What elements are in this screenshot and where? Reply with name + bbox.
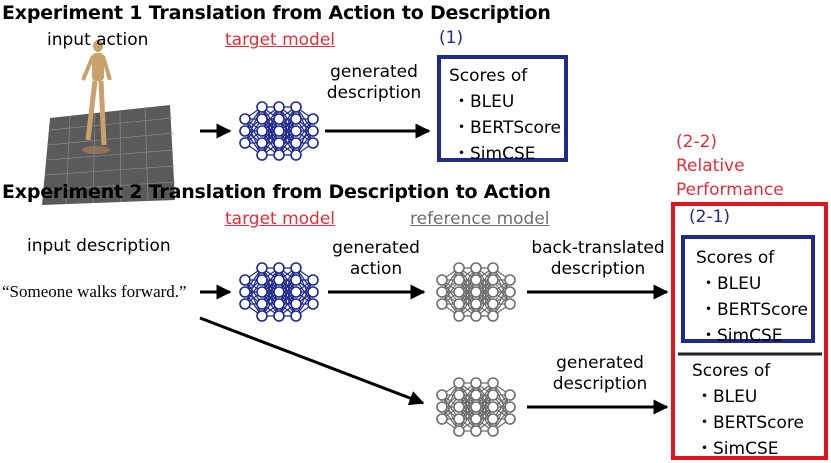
exp2-target-model-link[interactable]: target model: [225, 209, 336, 229]
exp1-input-label: input action: [47, 30, 149, 50]
exp2-target-model-network: [239, 262, 319, 322]
exp2-inner-tag: (2-1): [689, 207, 731, 227]
exp2-relative-tag-line2: Relative: [676, 156, 745, 176]
exp2-outer-scores: Scores of ・BLEU ・BERTScore ・SimCSE: [692, 358, 804, 462]
exp2-relative-tag-line1: (2-2): [676, 132, 718, 152]
exp2-inner-scores: Scores of ・BLEU ・BERTScore ・SimCSE: [685, 239, 811, 349]
exp2-inner-scores-box: Scores of ・BLEU ・BERTScore ・SimCSE: [681, 235, 815, 346]
exp2-relative-tag-line3: Performance: [676, 180, 784, 200]
exp2-gen-label-line1: generated: [556, 353, 644, 373]
exp2-action-label-line1: generated: [332, 238, 420, 258]
exp1-arrow-label: generated description: [324, 62, 424, 104]
exp2-input-label: input description: [27, 236, 171, 256]
exp1-scores-title: Scores of: [449, 66, 528, 86]
exp2-inner-metric-simcse: ・SimCSE: [700, 326, 783, 346]
exp2-outer-metric-bleu: ・BLEU: [696, 387, 758, 407]
exp2-outer-scores-title: Scores of: [692, 361, 771, 381]
exp1-scores: Scores of ・BLEU ・BERTScore ・SimCSE: [441, 59, 564, 167]
exp2-relative-tag: (2-2) Relative Performance: [676, 130, 784, 202]
exp2-action-label-line2: action: [349, 259, 403, 279]
exp2-input-text: “Someone walks forward.”: [2, 282, 187, 301]
exp2-back-label-line2: description: [550, 259, 646, 279]
exp2-title: Experiment 2 Translation from Descriptio…: [2, 181, 551, 203]
exp2-diagonal-arrow: [199, 316, 425, 406]
exp2-outer-metric-bertscore: ・BERTScore: [696, 413, 804, 433]
exp1-target-model-network: [239, 101, 319, 161]
exp1-title: Experiment 1 Translation from Action to …: [2, 2, 551, 24]
exp2-reference-model-network: [436, 262, 516, 322]
exp1-metric-bleu: ・BLEU: [453, 92, 515, 112]
exp2-back-label: back-translated description: [523, 238, 673, 280]
exp2-action-label: generated action: [326, 238, 426, 280]
exp1-arrow-label-line1: generated: [330, 62, 418, 82]
exp1-scores-box: Scores of ・BLEU ・BERTScore ・SimCSE: [437, 55, 568, 164]
exp2-outer-metric-simcse: ・SimCSE: [696, 439, 779, 459]
exp1-target-model-link[interactable]: target model: [225, 30, 336, 50]
exp2-gen-label-line2: description: [552, 374, 648, 394]
exp2-inner-metric-bertscore: ・BERTScore: [700, 300, 808, 320]
exp1-arrow-label-line2: description: [326, 83, 422, 103]
exp2-reference-model-network-2: [436, 377, 516, 437]
exp2-reference-model-link[interactable]: reference model: [410, 209, 550, 229]
exp2-relative-box: [671, 202, 828, 460]
action-figure-image: [42, 40, 176, 205]
exp1-metric-simcse: ・SimCSE: [453, 144, 536, 164]
exp2-back-label-line1: back-translated: [531, 238, 665, 258]
exp1-metric-bertscore: ・BERTScore: [453, 118, 561, 138]
exp2-inner-scores-title: Scores of: [696, 248, 775, 268]
exp2-inner-metric-bleu: ・BLEU: [700, 274, 762, 294]
exp1-tag: (1): [439, 28, 464, 48]
exp2-gen-label: generated description: [540, 353, 660, 395]
